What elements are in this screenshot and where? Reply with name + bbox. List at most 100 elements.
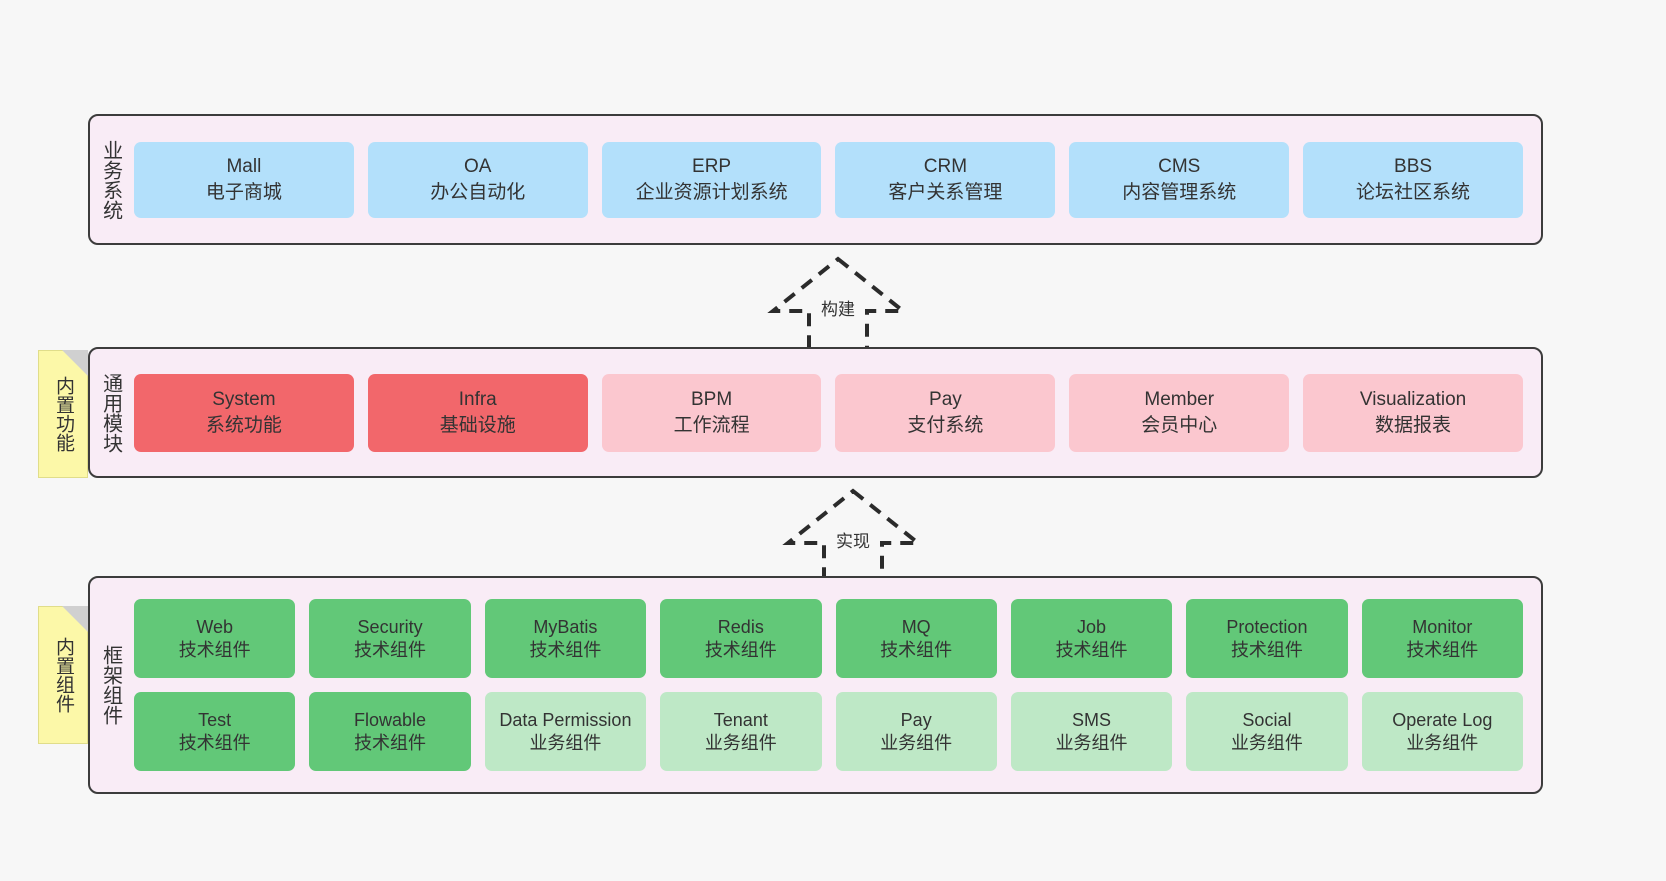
business-card-erp[interactable]: ERP 企业资源计划系统: [601, 141, 822, 218]
card-title: Member: [1144, 389, 1215, 411]
sticky-note-builtin-component: 内置组件: [38, 606, 88, 744]
card-title: System: [212, 389, 276, 411]
common-card-member[interactable]: Member 会员中心: [1069, 373, 1290, 452]
connector-implement: 实现: [778, 487, 928, 587]
card-subtitle: 业务组件: [1055, 732, 1128, 753]
card-subtitle: 技术组件: [880, 639, 953, 660]
card-subtitle: 论坛社区系统: [1356, 181, 1471, 203]
card-subtitle: 基础设施: [439, 414, 516, 436]
framework-card-sms[interactable]: SMS 业务组件: [1010, 692, 1173, 771]
card-subtitle: 支付系统: [907, 414, 984, 436]
framework-card-web[interactable]: Web 技术组件: [134, 599, 296, 678]
card-title: Web: [196, 616, 234, 637]
card-title: Redis: [717, 616, 764, 637]
layer-common-caption: 通用模块: [99, 372, 122, 453]
card-title: Pay: [929, 389, 962, 411]
common-card-visualization[interactable]: Visualization 数据报表: [1303, 373, 1523, 452]
layer-framework-body: Web 技术组件 Security 技术组件 MyBatis 技术组件 Redi…: [130, 578, 1541, 792]
layer-common-modules: 通用模块 System 系统功能 Infra 基础设施 BPM 工作流程 Pay…: [88, 347, 1543, 478]
business-card-cms[interactable]: CMS 内容管理系统: [1069, 141, 1290, 218]
layer-framework-caption: 框架组件: [99, 645, 122, 725]
card-subtitle: 技术组件: [529, 639, 602, 660]
card-subtitle: 技术组件: [1055, 639, 1128, 660]
card-subtitle: 技术组件: [1406, 639, 1479, 660]
card-subtitle: 业务组件: [880, 732, 953, 753]
card-subtitle: 业务组件: [1406, 732, 1479, 753]
card-title: Operate Log: [1392, 709, 1493, 730]
card-title: MQ: [901, 616, 931, 637]
framework-card-operate-log[interactable]: Operate Log 业务组件: [1361, 692, 1523, 771]
layer-business-systems: 业务系统 Mall 电子商城 OA 办公自动化 ERP 企业资源计划系统 CRM…: [88, 114, 1543, 245]
card-title: Test: [198, 709, 232, 730]
card-subtitle: 业务组件: [529, 732, 602, 753]
card-subtitle: 工作流程: [673, 414, 750, 436]
layer-common-body: System 系统功能 Infra 基础设施 BPM 工作流程 Pay 支付系统…: [130, 349, 1541, 476]
card-title: Social: [1242, 709, 1292, 730]
framework-card-mybatis[interactable]: MyBatis 技术组件: [484, 599, 647, 678]
card-subtitle: 技术组件: [354, 732, 427, 753]
framework-card-redis[interactable]: Redis 技术组件: [660, 599, 822, 678]
common-card-system[interactable]: System 系统功能: [134, 373, 354, 452]
card-subtitle: 技术组件: [354, 639, 427, 660]
framework-card-pay[interactable]: Pay 业务组件: [835, 692, 997, 771]
framework-card-monitor[interactable]: Monitor 技术组件: [1361, 599, 1523, 678]
card-subtitle: 技术组件: [178, 639, 251, 660]
card-subtitle: 技术组件: [1230, 639, 1303, 660]
card-title: BBS: [1394, 156, 1433, 178]
card-title: MyBatis: [533, 616, 598, 637]
framework-card-protection[interactable]: Protection 技术组件: [1186, 599, 1348, 678]
card-title: ERP: [692, 156, 732, 178]
common-row: System 系统功能 Infra 基础设施 BPM 工作流程 Pay 支付系统…: [134, 373, 1523, 452]
business-row: Mall 电子商城 OA 办公自动化 ERP 企业资源计划系统 CRM 客户关系…: [134, 141, 1523, 218]
framework-card-social[interactable]: Social 业务组件: [1186, 692, 1348, 771]
framework-card-flowable[interactable]: Flowable 技术组件: [309, 692, 471, 771]
card-subtitle: 系统功能: [205, 414, 282, 436]
card-title: Data Permission: [499, 709, 632, 730]
card-title: Security: [357, 616, 423, 637]
framework-card-test[interactable]: Test 技术组件: [134, 692, 296, 771]
card-title: CMS: [1158, 156, 1201, 178]
framework-row-business: Test 技术组件 Flowable 技术组件 Data Permission …: [134, 692, 1523, 771]
framework-row-tech: Web 技术组件 Security 技术组件 MyBatis 技术组件 Redi…: [134, 599, 1523, 678]
connector-build: 构建: [763, 255, 913, 355]
card-subtitle: 企业资源计划系统: [635, 181, 788, 203]
business-card-bbs[interactable]: BBS 论坛社区系统: [1303, 141, 1523, 218]
card-title: Job: [1077, 616, 1107, 637]
layer-business-caption: 业务系统: [99, 139, 122, 220]
card-subtitle: 内容管理系统: [1122, 181, 1237, 203]
card-subtitle: 业务组件: [1230, 732, 1303, 753]
card-subtitle: 客户关系管理: [888, 181, 1003, 203]
business-card-crm[interactable]: CRM 客户关系管理: [835, 141, 1056, 218]
card-subtitle: 会员中心: [1141, 414, 1218, 436]
card-title: CRM: [923, 156, 968, 178]
framework-card-security[interactable]: Security 技术组件: [309, 599, 471, 678]
framework-card-tenant[interactable]: Tenant 业务组件: [660, 692, 822, 771]
framework-card-job[interactable]: Job 技术组件: [1010, 599, 1173, 678]
common-card-pay[interactable]: Pay 支付系统: [835, 373, 1056, 452]
card-subtitle: 办公自动化: [430, 181, 526, 203]
card-subtitle: 技术组件: [704, 639, 777, 660]
card-title: Visualization: [1359, 389, 1467, 411]
card-title: Monitor: [1412, 616, 1473, 637]
card-title: Infra: [458, 389, 497, 411]
business-card-mall[interactable]: Mall 电子商城: [134, 141, 354, 218]
card-title: Tenant: [713, 709, 768, 730]
card-title: OA: [464, 156, 492, 178]
card-subtitle: 电子商城: [205, 181, 282, 203]
common-card-bpm[interactable]: BPM 工作流程: [601, 373, 822, 452]
common-card-infra[interactable]: Infra 基础设施: [367, 373, 588, 452]
card-title: SMS: [1072, 709, 1112, 730]
card-title: BPM: [690, 389, 733, 411]
sticky-note-builtin-feature: 内置功能: [38, 350, 88, 478]
card-title: Pay: [900, 709, 932, 730]
business-card-oa[interactable]: OA 办公自动化: [367, 141, 588, 218]
card-title: Flowable: [354, 709, 427, 730]
framework-card-mq[interactable]: MQ 技术组件: [835, 599, 997, 678]
card-subtitle: 业务组件: [704, 732, 777, 753]
card-subtitle: 技术组件: [178, 732, 251, 753]
card-title: Mall: [226, 156, 262, 178]
layer-business-body: Mall 电子商城 OA 办公自动化 ERP 企业资源计划系统 CRM 客户关系…: [130, 116, 1541, 243]
card-subtitle: 数据报表: [1375, 414, 1452, 436]
framework-card-data-permission[interactable]: Data Permission 业务组件: [484, 692, 647, 771]
